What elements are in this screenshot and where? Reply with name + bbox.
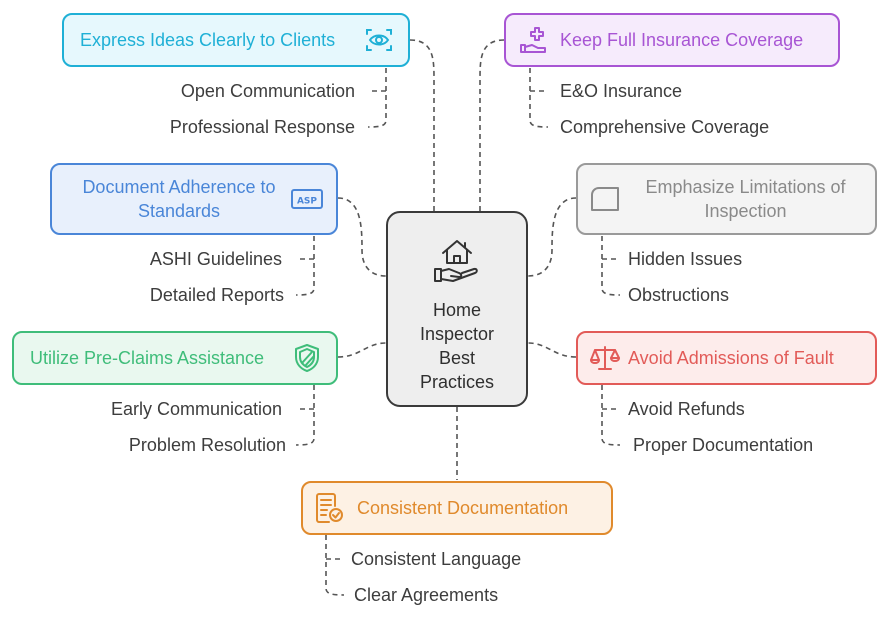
scales-icon xyxy=(588,341,622,375)
branch-preclaims-label: Utilize Pre-Claims Assistance xyxy=(30,348,265,368)
sub-document-2: Detailed Reports xyxy=(149,285,284,305)
ticks-fault xyxy=(601,385,621,446)
medical-hand-icon xyxy=(516,23,550,57)
sub-express-1: Open Communication xyxy=(180,81,355,101)
branch-document[interactable]: Document Adherence to Standards ASP xyxy=(50,163,338,235)
branch-insurance[interactable]: Keep Full Insurance Coverage xyxy=(504,13,840,67)
link-preclaims xyxy=(337,342,387,358)
shield-icon xyxy=(290,341,324,375)
house-in-hand-icon xyxy=(431,233,483,290)
sub-express-2: Professional Response xyxy=(169,117,355,137)
link-express xyxy=(409,39,435,211)
link-insurance xyxy=(479,39,505,211)
sub-insurance-1: E&O Insurance xyxy=(560,81,683,101)
sub-consistent-2: Clear Agreements xyxy=(354,585,499,605)
eye-icon xyxy=(362,23,396,57)
sub-preclaims-1: Early Communication xyxy=(110,399,282,419)
sub-consistent-1: Consistent Language xyxy=(351,549,522,569)
center-node: Home Inspector Best Practices xyxy=(386,211,528,407)
sub-limits-2: Obstructions xyxy=(628,285,730,305)
sub-limits-1: Hidden Issues xyxy=(628,249,743,269)
branch-consistent-label: Consistent Documentation xyxy=(357,498,569,518)
ticks-consistent xyxy=(325,535,345,596)
ticks-insurance xyxy=(529,68,549,128)
sub-fault-1: Avoid Refunds xyxy=(628,399,745,419)
link-limits xyxy=(527,197,577,277)
center-title: Home Inspector Best Practices xyxy=(419,300,495,392)
ticks-express xyxy=(367,68,387,128)
asp-badge-icon: ASP xyxy=(290,182,324,216)
rounded-box-icon xyxy=(588,182,622,216)
sub-insurance-2: Comprehensive Coverage xyxy=(560,117,770,137)
branch-express[interactable]: Express Ideas Clearly to Clients xyxy=(62,13,410,67)
svg-text:ASP: ASP xyxy=(297,197,317,207)
branch-express-label: Express Ideas Clearly to Clients xyxy=(80,30,336,50)
sub-fault-2: Proper Documentation xyxy=(633,435,814,455)
branch-fault[interactable]: Avoid Admissions of Fault xyxy=(576,331,877,385)
sub-preclaims-2: Problem Resolution xyxy=(128,435,286,455)
branch-limits[interactable]: Emphasize Limitations of Inspection xyxy=(576,163,877,235)
branch-preclaims[interactable]: Utilize Pre-Claims Assistance xyxy=(12,331,338,385)
ticks-limits xyxy=(601,236,621,296)
sub-document-1: ASHI Guidelines xyxy=(149,249,282,269)
document-check-icon xyxy=(313,491,347,525)
link-document xyxy=(337,197,387,277)
branch-fault-label: Avoid Admissions of Fault xyxy=(628,348,834,368)
branch-consistent[interactable]: Consistent Documentation xyxy=(301,481,613,535)
branch-insurance-label: Keep Full Insurance Coverage xyxy=(560,30,804,50)
link-fault xyxy=(527,342,577,358)
ticks-document xyxy=(295,236,315,296)
branch-limits-label: Emphasize Limitations of Inspection xyxy=(645,177,846,221)
branch-document-label: Document Adherence to Standards xyxy=(82,177,276,221)
ticks-preclaims xyxy=(295,385,315,446)
